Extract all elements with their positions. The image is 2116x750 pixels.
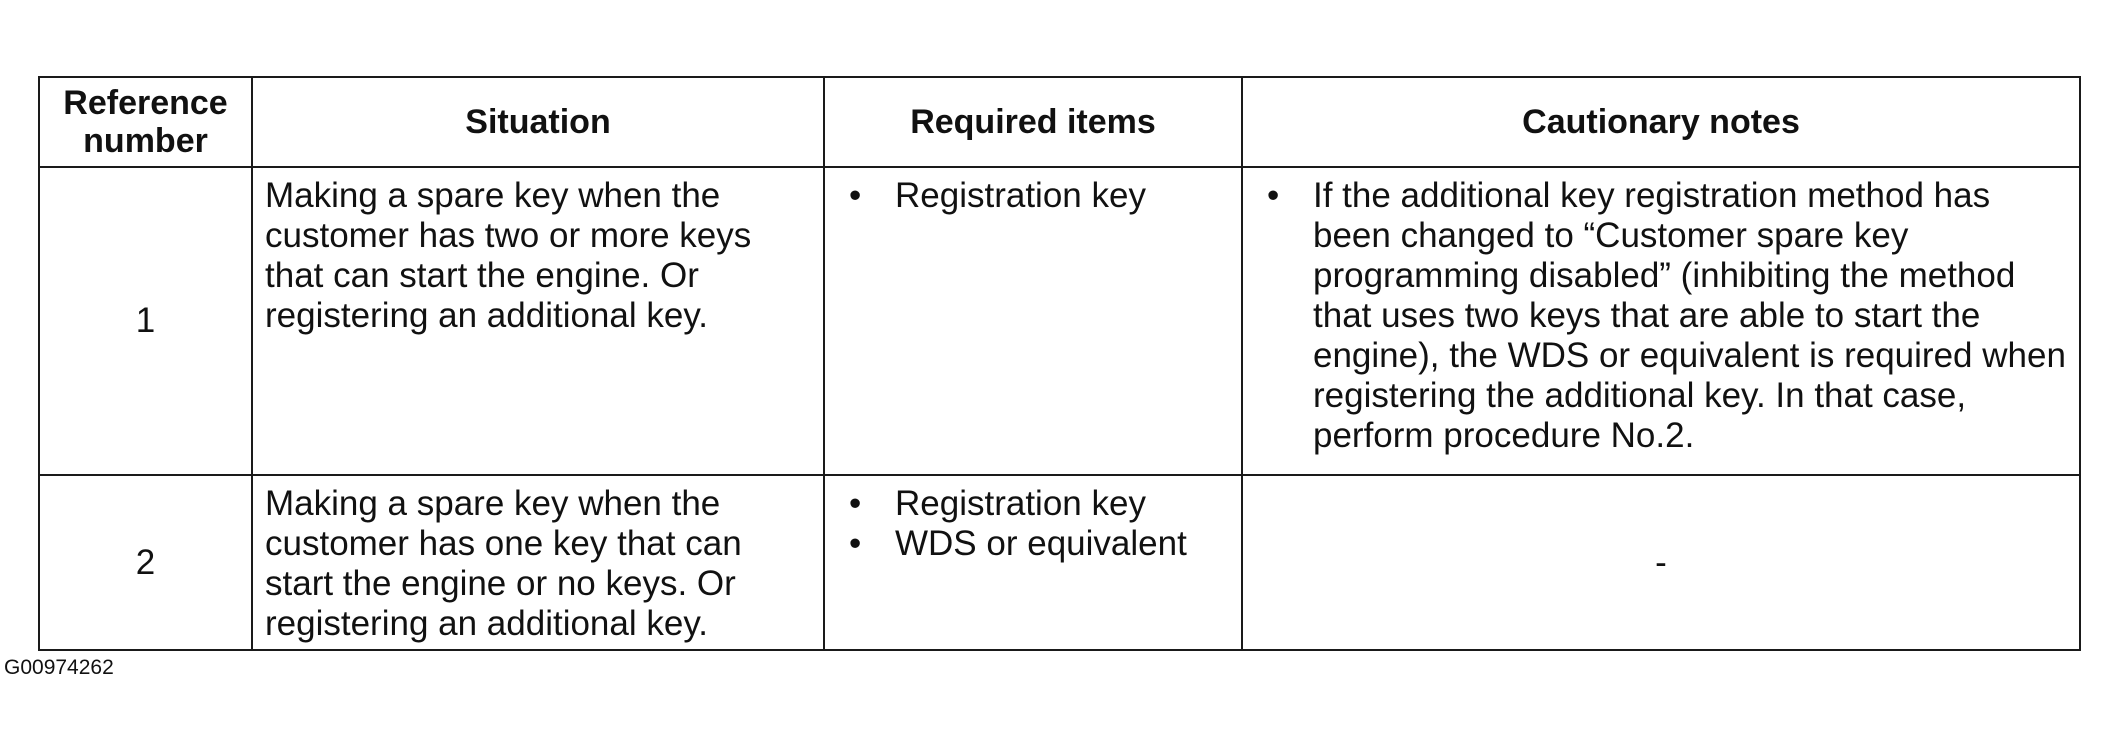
list-item: • If the additional key registration met… — [1243, 176, 2069, 456]
header-row: Reference number Situation Required item… — [38, 76, 2081, 168]
required-item-text: Registration key — [895, 176, 1146, 215]
header-required-items: Required items — [823, 76, 1243, 168]
list-item: • Registration key — [825, 176, 1231, 216]
table-row: 1 Making a spare key when the customer h… — [38, 166, 2081, 476]
list-item: • Registration key — [825, 484, 1231, 524]
figure-id-caption: G00974262 — [4, 656, 114, 679]
reference-number-cell: 2 — [38, 474, 253, 651]
bullet-icon: • — [849, 176, 862, 215]
table-row: 2 Making a spare key when the customer h… — [38, 474, 2081, 651]
required-items-cell: • Registration key • WDS or equivalent — [823, 474, 1243, 651]
situation-cell: Making a spare key when the customer has… — [251, 474, 825, 651]
bullet-icon: • — [849, 484, 862, 523]
required-item-text: Registration key — [895, 484, 1146, 523]
required-items-cell: • Registration key — [823, 166, 1243, 476]
header-situation: Situation — [251, 76, 825, 168]
required-items-list: • Registration key — [825, 176, 1231, 216]
header-cautionary-notes: Cautionary notes — [1241, 76, 2081, 168]
bullet-icon: • — [849, 524, 862, 563]
cautionary-notes-cell: • If the additional key registration met… — [1241, 166, 2081, 476]
reference-number-cell: 1 — [38, 166, 253, 476]
cautionary-notes-list: • If the additional key registration met… — [1243, 176, 2069, 456]
required-items-list: • Registration key • WDS or equivalent — [825, 484, 1231, 564]
header-reference-number: Reference number — [38, 76, 253, 168]
list-item: • WDS or equivalent — [825, 524, 1231, 564]
required-item-text: WDS or equivalent — [895, 524, 1187, 563]
cautionary-notes-cell: - — [1241, 474, 2081, 651]
bullet-icon: • — [1267, 176, 1280, 215]
cautionary-note-text: If the additional key registration metho… — [1313, 176, 2066, 455]
reference-table: Reference number Situation Required item… — [38, 76, 2081, 651]
situation-cell: Making a spare key when the customer has… — [251, 166, 825, 476]
